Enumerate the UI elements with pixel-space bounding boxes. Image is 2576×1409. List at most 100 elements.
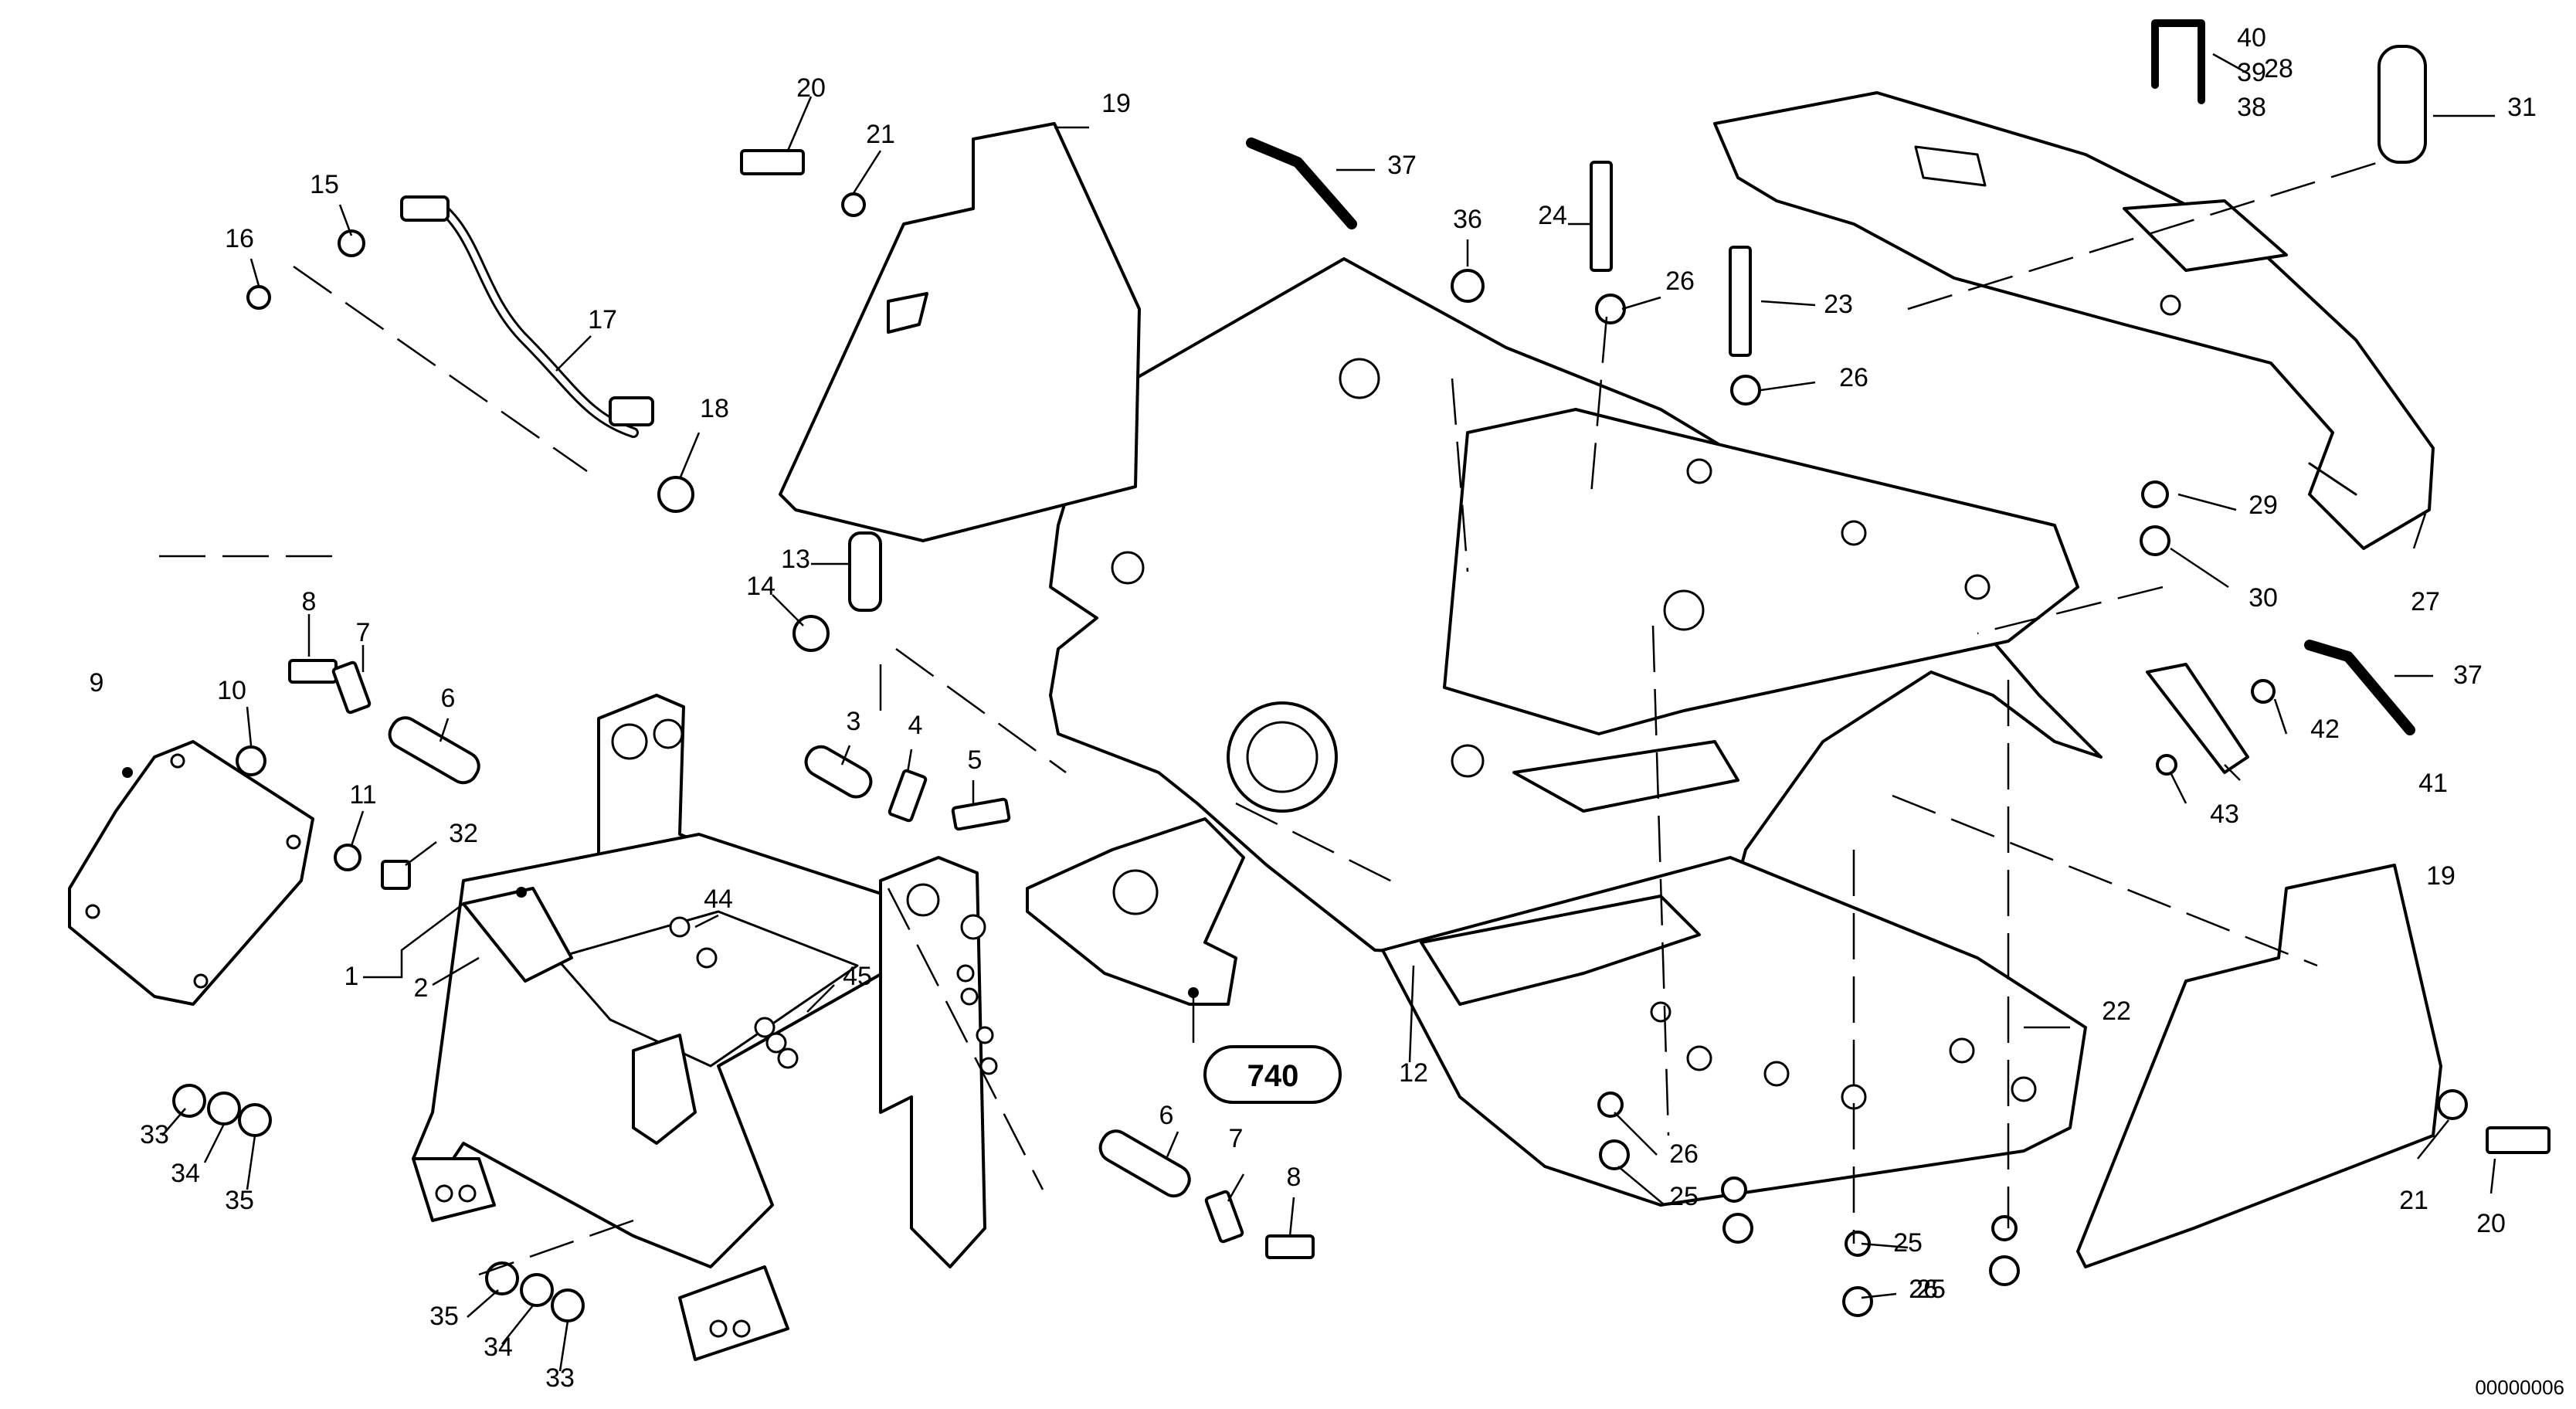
callout-9: 9	[90, 668, 104, 698]
callout-36: 36	[1453, 205, 1482, 234]
callout-20: 20	[2476, 1209, 2506, 1238]
reference-tag: 740	[1203, 1045, 1342, 1104]
leader-lines	[154, 53, 2496, 1372]
cover-plate	[68, 740, 314, 1006]
callout-45: 45	[843, 962, 872, 991]
callout-16: 16	[225, 224, 254, 253]
callout-13: 13	[781, 545, 810, 574]
callout-19: 19	[2426, 861, 2456, 891]
washer-33-left	[172, 1084, 206, 1118]
washer-35-lower	[485, 1261, 519, 1295]
bolt-23	[1729, 246, 1752, 357]
callout-35: 35	[429, 1302, 459, 1331]
callout-30: 30	[2248, 583, 2278, 613]
callout-25: 25	[1893, 1228, 1923, 1258]
callout-2: 2	[414, 973, 429, 1003]
callout-26: 26	[1669, 1139, 1699, 1169]
callout-22: 22	[2102, 996, 2131, 1026]
callout-14: 14	[746, 572, 776, 601]
callout-19: 19	[1101, 89, 1131, 118]
washer-29	[2141, 480, 2169, 508]
bolt-42	[2251, 679, 2276, 704]
washer-26-a	[1597, 1092, 1624, 1118]
pin-31	[2377, 45, 2427, 164]
nut-25-c	[1842, 1286, 1873, 1317]
callout-25: 25	[1669, 1182, 1699, 1211]
callout-34: 34	[171, 1159, 200, 1188]
hose-fitting-top	[400, 195, 450, 222]
clip-7-right	[1204, 1190, 1244, 1244]
washer-21-lower	[2437, 1089, 2468, 1120]
callout-10: 10	[217, 676, 246, 705]
callout-1: 1	[344, 962, 359, 991]
callout-26: 26	[1839, 363, 1868, 392]
subassembly-740-bore	[1112, 869, 1159, 915]
nut-25-d	[1989, 1255, 2020, 1286]
ref-dot	[1188, 987, 1199, 998]
washer-26-d	[1991, 1215, 2018, 1241]
callout-37: 37	[2453, 660, 2483, 690]
callout-27: 27	[2411, 587, 2440, 616]
bracket-41	[2146, 663, 2249, 774]
callout-6: 6	[441, 684, 456, 713]
pin-6-right	[1098, 1129, 1191, 1198]
callout-40: 40	[2237, 23, 2266, 53]
u-bolt-28	[2151, 19, 2205, 104]
callout-28: 28	[2264, 54, 2293, 83]
nut-25-a	[1599, 1139, 1630, 1170]
nut-36	[1451, 269, 1485, 303]
nut-30	[2140, 525, 2170, 556]
callout-12: 12	[1399, 1058, 1428, 1088]
clip-32	[381, 860, 411, 890]
nut-43	[2156, 754, 2177, 776]
callout-35: 35	[225, 1186, 254, 1215]
fitting-10	[236, 745, 266, 776]
callout-20: 20	[796, 73, 826, 103]
clip-7-left	[331, 660, 372, 715]
callout-42: 42	[2310, 715, 2340, 744]
nut-25-b	[1722, 1213, 1753, 1244]
front-frame	[412, 694, 998, 1361]
callout-6: 6	[1159, 1101, 1174, 1130]
bolt-20-lower	[2486, 1126, 2551, 1154]
main-chassis	[1049, 257, 2103, 1207]
callout-26: 26	[1665, 267, 1695, 296]
side-cover-right	[2076, 864, 2442, 1268]
bolt-8-right	[1265, 1234, 1315, 1259]
washer-26-b	[1721, 1176, 1747, 1203]
callout-37: 37	[1387, 151, 1417, 180]
washer-26-top-a	[1595, 294, 1626, 324]
callout-41: 41	[2418, 769, 2448, 798]
bolt-24	[1590, 161, 1613, 272]
fitting-16	[246, 285, 271, 310]
clip-4	[888, 769, 928, 823]
drawing-code: 00000006	[2475, 1376, 2564, 1399]
callout-8: 8	[1287, 1163, 1302, 1192]
bolt-20-upper	[740, 149, 805, 175]
callout-44: 44	[704, 884, 733, 914]
callout-23: 23	[1824, 290, 1853, 319]
fitting-18	[657, 476, 694, 513]
callout-7: 7	[356, 618, 371, 647]
callout-31: 31	[2507, 93, 2537, 122]
washer-35-left	[238, 1103, 272, 1137]
washer-21-upper	[841, 192, 866, 217]
hook-37-upper	[1246, 138, 1357, 229]
callout-43: 43	[2210, 800, 2239, 829]
ref-dot	[516, 887, 527, 898]
side-cover-left	[779, 122, 1141, 542]
pin-6-left	[388, 716, 480, 785]
washer-34-left	[207, 1092, 241, 1126]
callout-21: 21	[866, 120, 895, 149]
callout-29: 29	[2248, 491, 2278, 520]
callout-7: 7	[1229, 1124, 1244, 1153]
fitting-15	[338, 229, 365, 257]
bolt-8-left	[288, 659, 338, 684]
callout-8: 8	[302, 587, 317, 616]
plate-38-40	[2123, 199, 2288, 272]
hook-37-right	[2304, 640, 2415, 735]
washer-26-top-b	[1730, 375, 1761, 406]
pin-3	[804, 745, 873, 799]
washer-11	[334, 844, 361, 871]
